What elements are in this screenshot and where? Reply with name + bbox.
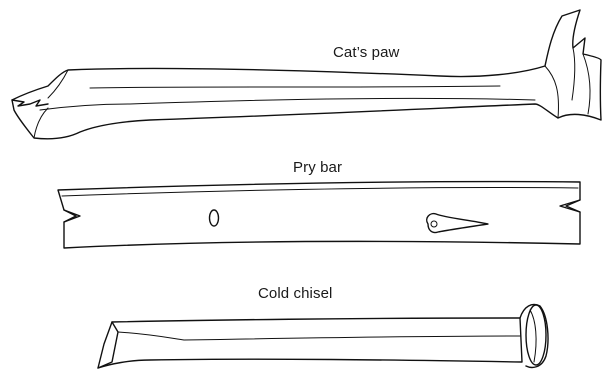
cats-paw-illustration	[12, 10, 601, 139]
cats-paw-bevel-face	[34, 108, 48, 138]
cats-paw-left-claw	[12, 100, 48, 106]
cats-paw-shaft	[12, 10, 601, 139]
pry-bar-top-edge	[62, 188, 578, 196]
pry-bar-keyhole-center	[431, 221, 437, 227]
cats-paw-head-curve	[583, 54, 590, 114]
pry-bar-illustration	[58, 182, 580, 248]
cats-paw-head-fold	[572, 48, 575, 100]
pry-bar-outline	[58, 182, 580, 248]
pry-bar-keyhole-slot	[427, 214, 488, 233]
cats-paw-bevel-lower	[40, 98, 535, 110]
pry-bar-hole	[210, 210, 219, 226]
cats-paw-shaft-line	[90, 86, 500, 88]
cats-paw-label: Cat’s paw	[333, 44, 400, 61]
cold-chisel-shaft-line	[184, 336, 520, 340]
pry-bar-label: Pry bar	[293, 159, 342, 176]
cold-chisel-illustration	[98, 305, 548, 369]
cold-chisel-tip-face	[98, 322, 118, 368]
cold-chisel-bevel	[118, 332, 184, 340]
cold-chisel-body	[98, 318, 522, 368]
cold-chisel-head-rim	[530, 310, 536, 362]
cold-chisel-label: Cold chisel	[258, 285, 332, 302]
